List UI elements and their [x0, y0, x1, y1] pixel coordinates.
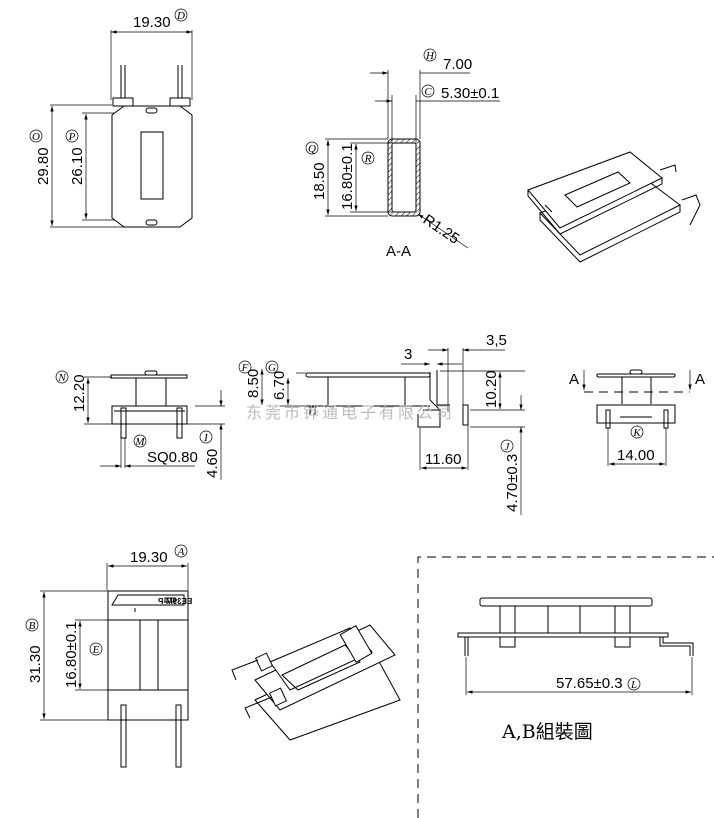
section-outer-height-dim: 18.50 — [311, 162, 328, 200]
ref-O: O — [32, 131, 40, 143]
assembly-caption: A,B組裝圖 — [501, 721, 593, 743]
top-width-dim: 19.30 — [133, 14, 171, 31]
side-height-dim: 12.20 — [71, 374, 88, 412]
section-outer-width-dim: 7.00 — [443, 56, 472, 73]
section-mark-right: A — [695, 371, 705, 388]
front-view: 8.50 6.70 F G 3 3,5 10.20 11.60 4.70±0.3… — [238, 332, 525, 515]
ref-A: A — [177, 546, 185, 558]
bottom-height-dim: 31.30 — [27, 645, 44, 683]
ref-E: E — [92, 644, 100, 656]
section-a-a: 7.00 H 5.30±0.1 C 18.50 Q 16.80±0.1 R R1… — [305, 48, 500, 260]
bottom-width-dim: 19.30 — [130, 549, 168, 566]
front-width-dim: 11.60 — [425, 451, 461, 468]
bottom-inner-dim: 16.80±0.1 — [63, 621, 80, 688]
front-pin-height-dim: 4.70±0.3 — [504, 454, 521, 512]
section-inner-height-dim: 16.80±0.1 — [339, 143, 356, 210]
ref-M: M — [134, 436, 145, 448]
pin-length-dim: 4.60 — [204, 449, 221, 478]
front-height-dim-1: 8.50 — [245, 369, 262, 398]
front-height-dim-2: 6.70 — [271, 371, 288, 400]
top-inner-height-dim: 26.10 — [69, 147, 86, 185]
top-height-dim: 29.80 — [35, 147, 52, 185]
ref-G: G — [268, 362, 276, 374]
section-radius-dim: R1.25 — [420, 211, 463, 247]
ref-F: F — [241, 362, 249, 374]
ref-K: K — [632, 427, 641, 439]
ref-I: I — [203, 432, 209, 444]
ref-D: D — [176, 10, 185, 22]
ref-Q: Q — [308, 143, 316, 155]
ref-L: L — [630, 679, 637, 691]
ref-B: B — [29, 620, 36, 632]
ref-P: P — [68, 131, 76, 143]
top-view: 19.30 D 29.80 O 26.10 P — [29, 8, 193, 228]
part-marking: EE39M-P — [157, 597, 192, 606]
assembly-length-dim: 57.65±0.3 — [556, 675, 623, 692]
bottom-view: EE39M-P 19.30 A 31.30 B 16.80±0.1 E — [25, 544, 192, 768]
ref-H: H — [425, 50, 435, 62]
front-height-dim-3: 10.20 — [483, 370, 500, 408]
side-view: 12.20 N SQ0.80 M 4.60 I — [55, 370, 225, 480]
section-label: A-A — [386, 243, 411, 260]
section-inner-width-dim: 5.30±0.1 — [441, 85, 499, 102]
pin-size-dim: SQ0.80 — [147, 449, 198, 466]
ref-C: C — [424, 86, 432, 98]
pin-pitch-dim: 14.00 — [617, 447, 655, 464]
watermark: 东莞市铧通电子有限公司 — [246, 403, 455, 422]
section-mark-left: A — [569, 371, 579, 388]
isometric-view-bottom — [231, 624, 401, 741]
ref-R: R — [364, 153, 372, 165]
assembly-view: 57.65±0.3 L A,B組裝圖 — [417, 556, 714, 818]
front-gap-dim-2: 3,5 — [486, 332, 507, 349]
front-gap-dim-1: 3 — [404, 346, 412, 363]
isometric-view-top — [527, 151, 701, 263]
ref-J: J — [505, 441, 511, 453]
end-view: A A 14.00 K — [569, 369, 705, 466]
ref-N: N — [57, 372, 66, 384]
